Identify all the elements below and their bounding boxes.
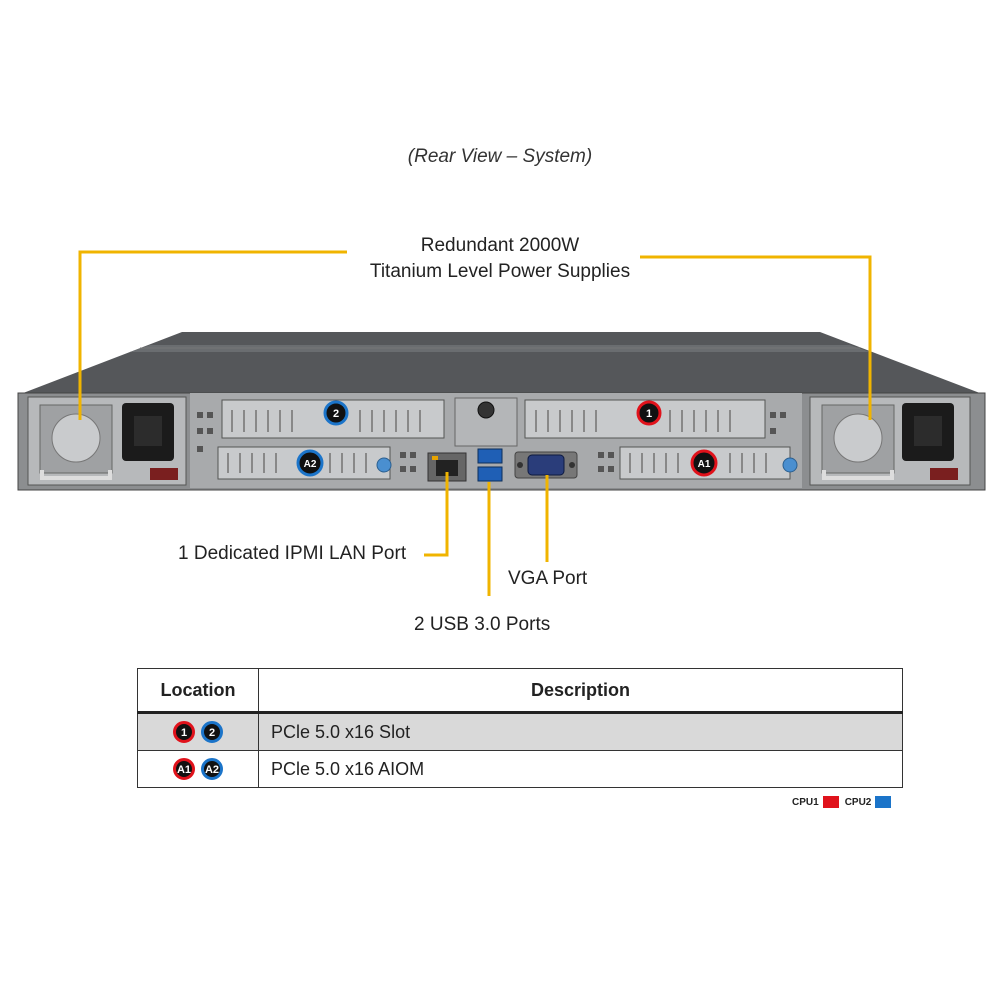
aiom-a1-badge: A1 bbox=[690, 449, 718, 477]
ipmi-callout-label: 1 Dedicated IPMI LAN Port bbox=[178, 543, 407, 564]
cpu-color-legend: CPU1 CPU2 bbox=[792, 796, 897, 808]
table-header-row: Location Description bbox=[137, 668, 903, 714]
aiom-a2-badge-text: A2 bbox=[304, 459, 317, 470]
location-header: Location bbox=[137, 668, 259, 714]
description-header: Description bbox=[258, 668, 903, 714]
psu-right-callout-line bbox=[640, 255, 872, 420]
cpu1-swatch bbox=[822, 796, 839, 808]
cpu1-aiom-badge: A1 bbox=[173, 758, 195, 781]
vga-callout-label: VGA Port bbox=[508, 568, 588, 589]
usb-ports bbox=[477, 448, 503, 482]
aiom-a2-thumbscrew-icon bbox=[376, 457, 392, 473]
slot-2-badge-text: 2 bbox=[333, 408, 339, 420]
chassis-top bbox=[18, 332, 985, 395]
cpu2-swatch bbox=[875, 796, 892, 808]
vga-port bbox=[514, 451, 578, 479]
psu-callout-line2: Titanium Level Power Supplies bbox=[369, 261, 631, 282]
description-cell: PCle 5.0 x16 Slot bbox=[258, 712, 903, 751]
center-screw-icon bbox=[477, 401, 495, 419]
slot-2-badge: 2 bbox=[323, 400, 349, 426]
ipmi-callout-line bbox=[424, 472, 449, 557]
aiom-a1-badge-text: A1 bbox=[698, 459, 711, 470]
aiom-a1-thumbscrew-icon bbox=[782, 457, 798, 473]
cpu2-slot-badge: 2 bbox=[201, 721, 223, 744]
slot-1-badge-text: 1 bbox=[646, 408, 652, 420]
psu-callout-line1: Redundant 2000W bbox=[420, 235, 580, 256]
usb-callout-label: 2 USB 3.0 Ports bbox=[414, 614, 551, 635]
table-row: A1 A2 PCle 5.0 x16 AIOM bbox=[137, 750, 903, 788]
cpu2-aiom-badge: A2 bbox=[201, 758, 223, 781]
cpu1-slot-badge: 1 bbox=[173, 721, 195, 744]
psu-left-callout-line bbox=[78, 250, 347, 420]
description-cell: PCle 5.0 x16 AIOM bbox=[258, 750, 903, 788]
slot-1-badge: 1 bbox=[636, 400, 662, 426]
psu-left bbox=[27, 396, 187, 486]
location-cell: A1 A2 bbox=[137, 750, 259, 788]
view-title: (Rear View – System) bbox=[407, 146, 593, 167]
psu-callout-label: Redundant 2000W Titanium Level Power Sup… bbox=[330, 233, 670, 285]
cpu2-legend-label: CPU2 bbox=[844, 796, 872, 808]
psu-right bbox=[809, 396, 971, 486]
cpu1-legend-label: CPU1 bbox=[792, 796, 819, 808]
aiom-a2-badge: A2 bbox=[296, 449, 324, 477]
